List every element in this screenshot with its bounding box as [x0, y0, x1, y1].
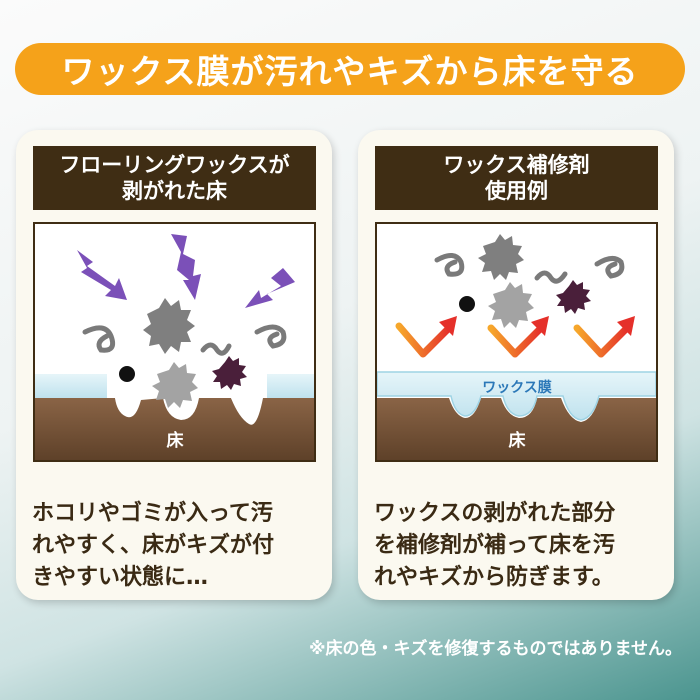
card-peeled-floor: フローリングワックスが 剥がれた床 床 — [16, 130, 332, 600]
deflect-arrowhead — [439, 316, 635, 336]
illustration-repaired-floor: ワックス膜 床 — [375, 222, 658, 462]
hair-strand-icon — [82, 324, 287, 356]
card-repair-example: ワックス補修剤 使用例 ワックス膜 床 — [358, 130, 674, 600]
card-title-line1: フローリングワックスが — [59, 153, 290, 177]
desc-line: を補修剤が補って床を汚 — [374, 533, 615, 558]
desc-line: ワックスの剥がれた部分 — [374, 501, 616, 526]
dust-particle-icon — [459, 234, 591, 328]
headline-text: ワックス膜が汚れやキズから床を守る — [61, 52, 639, 91]
lightning-arrow-icon — [77, 234, 295, 308]
description-peeled: ホコリやゴミが入って汚 れやすく、床がキズが付 きやすい状態に… — [32, 498, 324, 594]
wax-film — [377, 371, 656, 421]
floor-label: 床 — [509, 430, 527, 451]
desc-line: ホコリやゴミが入って汚 — [32, 501, 273, 526]
floor-surface — [35, 398, 314, 460]
wax-film-label: ワックス膜 — [482, 379, 552, 396]
card-title-line2: 剥がれた床 — [122, 179, 227, 203]
floor-surface — [377, 398, 656, 460]
card-title-line1: ワックス補修剤 — [443, 153, 590, 177]
dust-particle-icon — [119, 298, 247, 408]
wax-film-remnant — [35, 374, 314, 398]
card-title-line2: 使用例 — [485, 179, 548, 203]
hair-strand-icon — [434, 253, 625, 284]
card-title-peeled: フローリングワックスが 剥がれた床 — [33, 146, 316, 210]
desc-line: きやすい状態に… — [32, 565, 209, 590]
desc-line: れやすく、床がキズが付 — [32, 533, 275, 558]
deflect-arrow-icon — [395, 322, 631, 358]
desc-line: れやキズから防ぎます。 — [374, 565, 614, 590]
illustration-peeled-floor: 床 — [33, 222, 316, 462]
disclaimer-note: ※床の色・キズを修復するものではありません。 — [308, 639, 682, 659]
description-repair: ワックスの剥がれた部分 を補修剤が補って床を汚 れやキズから防ぎます。 — [374, 498, 666, 594]
card-title-repair: ワックス補修剤 使用例 — [375, 146, 658, 210]
headline-banner: ワックス膜が汚れやキズから床を守る — [15, 43, 685, 95]
floor-label: 床 — [167, 430, 185, 451]
